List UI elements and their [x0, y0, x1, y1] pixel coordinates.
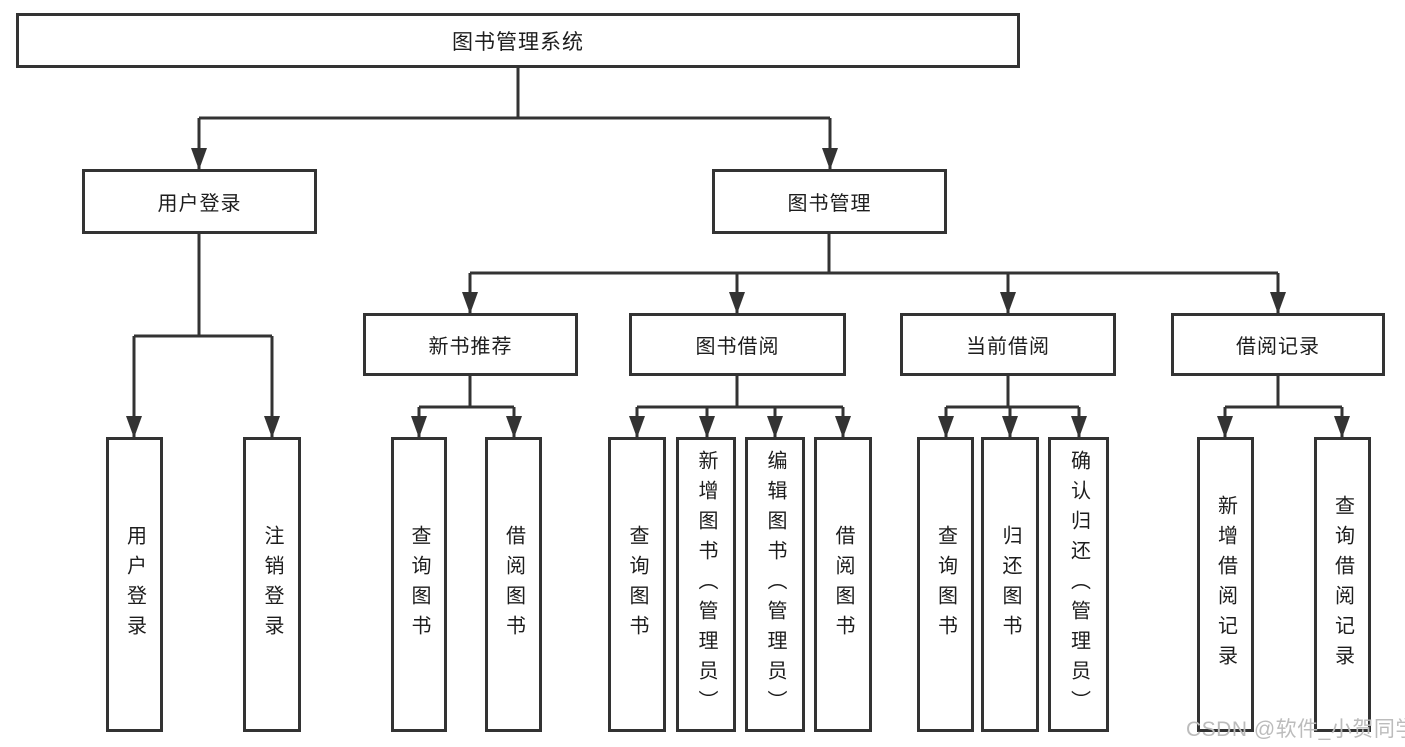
leaf-label: 归还图书: [999, 524, 1021, 645]
node-root-system: 图书管理系统: [16, 13, 1020, 68]
leaf-query-borrow-record: 查询借阅记录: [1314, 437, 1371, 732]
leaf-label: 确认归还（管理员）: [1067, 449, 1090, 720]
leaf-add-books-admin: 新增图书（管理员）: [676, 437, 736, 732]
leaf-label: 查询图书: [934, 524, 957, 645]
leaf-confirm-return-admin: 确认归还（管理员）: [1048, 437, 1109, 732]
leaf-add-borrow-record: 新增借阅记录: [1197, 437, 1254, 732]
node-book-borrow: 图书借阅: [629, 313, 846, 376]
leaf-label: 借阅图书: [832, 524, 854, 645]
leaf-borrow-books: 借阅图书: [814, 437, 872, 732]
node-borrow-records: 借阅记录: [1171, 313, 1385, 376]
node-label: 新书推荐: [428, 336, 513, 358]
node-label: 图书管理系统: [452, 30, 584, 54]
node-label: 图书管理: [787, 193, 872, 215]
leaf-query-books-borrow: 查询图书: [608, 437, 666, 732]
leaf-logout-login: 注销登录: [243, 437, 301, 732]
leaf-borrow-books-recommend: 借阅图书: [485, 437, 542, 732]
leaf-label: 查询借阅记录: [1331, 494, 1354, 675]
leaf-user-login: 用户登录: [106, 437, 163, 732]
leaf-label: 查询图书: [408, 524, 430, 645]
leaf-label: 新增借阅记录: [1214, 494, 1237, 675]
node-label: 借阅记录: [1236, 336, 1320, 358]
leaf-edit-books-admin: 编辑图书（管理员）: [745, 437, 805, 732]
node-new-book-recommend: 新书推荐: [363, 313, 578, 376]
branch-rails: [134, 66, 1342, 409]
node-current-borrow: 当前借阅: [900, 313, 1116, 376]
leaf-label: 新增图书（管理员）: [695, 449, 717, 720]
leaf-label: 借阅图书: [502, 524, 525, 645]
branch-arrows: [126, 118, 1350, 438]
node-label: 用户登录: [157, 193, 242, 215]
node-label: 图书借阅: [695, 336, 780, 358]
leaf-label: 注销登录: [261, 524, 283, 645]
node-user-login: 用户登录: [82, 169, 317, 234]
leaf-return-books: 归还图书: [981, 437, 1039, 732]
leaf-query-books-current: 查询图书: [917, 437, 974, 732]
leaf-label: 查询图书: [626, 524, 648, 645]
csdn-watermark: CSDN @软件_小贺同学: [1186, 718, 1405, 741]
leaf-label: 用户登录: [123, 524, 146, 645]
node-book-management: 图书管理: [712, 169, 947, 234]
leaf-query-books-recommend: 查询图书: [391, 437, 447, 732]
node-label: 当前借阅: [966, 336, 1050, 358]
leaf-label: 编辑图书（管理员）: [764, 449, 786, 720]
